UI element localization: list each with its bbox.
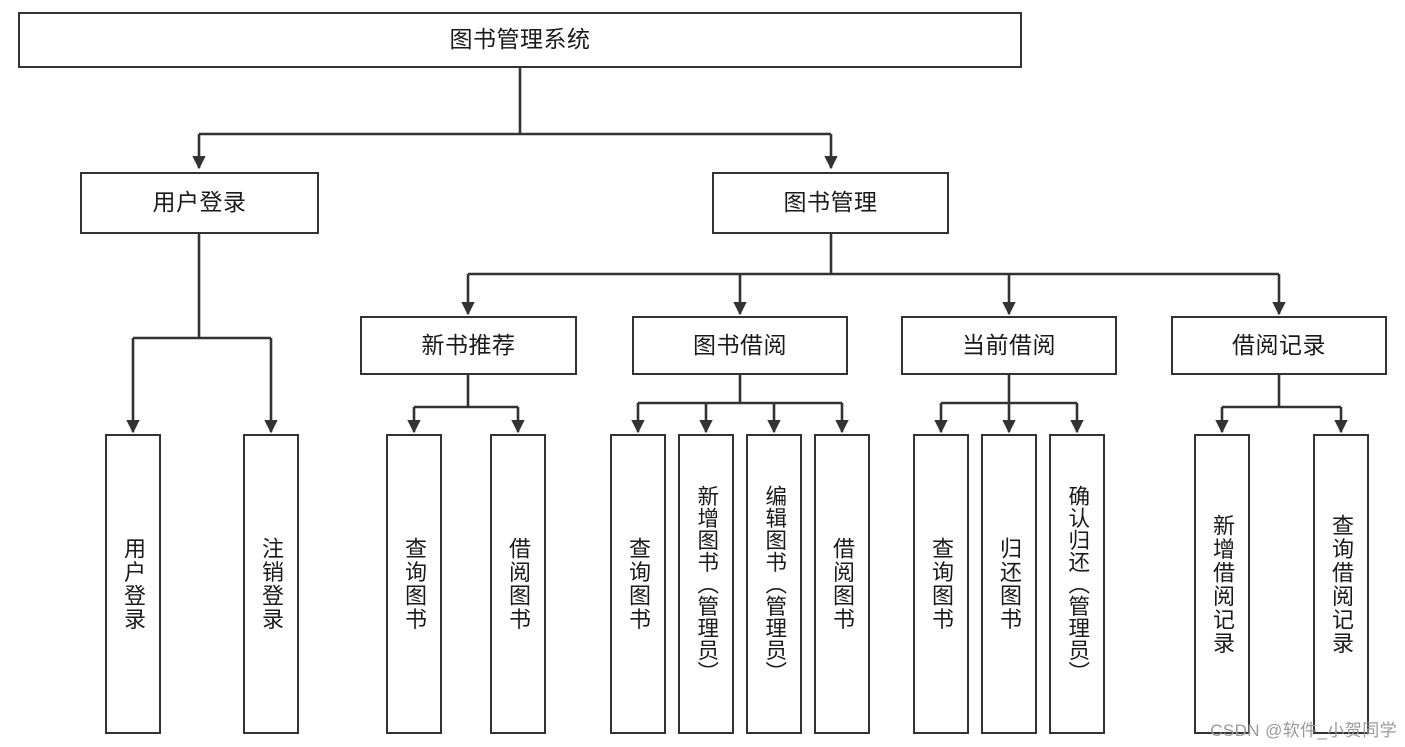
node-label: 当前借阅 [962,331,1056,358]
node-leaf-user-login-login[interactable]: 用户登录 [105,434,161,734]
node-label: 用户登录 [152,189,247,216]
node-label: 用户登录 [121,537,146,631]
node-label: 查询借阅记录 [1329,513,1354,655]
node-label: 查询图书 [929,537,954,631]
node-leaf-book-borrow-query[interactable]: 查询图书 [610,434,666,734]
node-leaf-book-borrow-edit-admin[interactable]: 编辑图书（管理员） [746,434,802,734]
node-book-management[interactable]: 图书管理 [712,172,949,234]
node-label: 借阅图书 [506,537,531,631]
node-book-borrow[interactable]: 图书借阅 [632,316,848,375]
node-root-book-management-system[interactable]: 图书管理系统 [18,12,1022,68]
node-leaf-current-borrow-query[interactable]: 查询图书 [913,434,969,734]
node-label: 借阅图书 [830,537,855,631]
node-label: 归还图书 [997,537,1022,631]
node-label: 注销登录 [259,537,284,631]
node-label: 新书推荐 [421,331,516,358]
node-label: 确认归还（管理员） [1065,485,1090,683]
node-leaf-current-borrow-confirm-admin[interactable]: 确认归还（管理员） [1049,434,1105,734]
node-leaf-book-borrow-borrow[interactable]: 借阅图书 [814,434,870,734]
node-user-login[interactable]: 用户登录 [80,172,319,234]
node-label: 查询图书 [402,537,427,631]
node-leaf-book-borrow-add-admin[interactable]: 新增图书（管理员） [678,434,734,734]
node-leaf-new-book-borrow[interactable]: 借阅图书 [490,434,546,734]
node-leaf-current-borrow-return[interactable]: 归还图书 [981,434,1037,734]
node-label: 查询图书 [626,537,651,631]
watermark-text: CSDN @软件_小贺同学 [1210,721,1397,740]
node-label: 新增图书（管理员） [694,485,719,683]
node-leaf-new-book-query[interactable]: 查询图书 [386,434,442,734]
node-current-borrow[interactable]: 当前借阅 [901,316,1117,375]
node-label: 新增借阅记录 [1210,513,1235,655]
node-borrow-record[interactable]: 借阅记录 [1171,316,1387,375]
node-leaf-borrow-record-add[interactable]: 新增借阅记录 [1194,434,1250,734]
node-label: 图书管理 [783,189,878,216]
node-label: 借阅记录 [1232,331,1326,358]
node-leaf-user-login-logout[interactable]: 注销登录 [243,434,299,734]
node-label: 图书管理系统 [449,26,591,53]
node-label: 图书借阅 [693,331,787,358]
node-label: 编辑图书（管理员） [762,485,787,683]
node-leaf-borrow-record-query[interactable]: 查询借阅记录 [1313,434,1369,734]
node-new-book-recommend[interactable]: 新书推荐 [360,316,577,375]
